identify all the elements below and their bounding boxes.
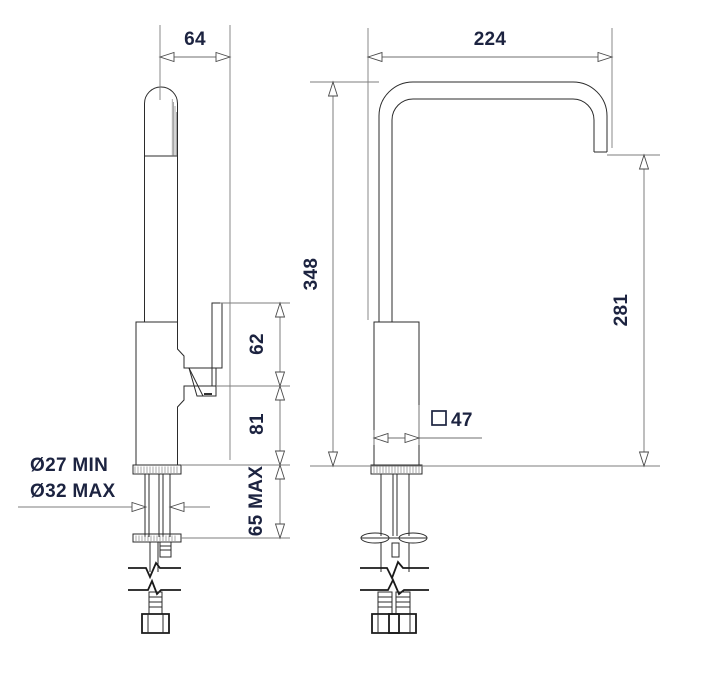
front-view-body	[373, 321, 420, 466]
square-symbol	[431, 410, 447, 426]
side-view-spout	[144, 86, 178, 323]
dimension-label-65-max: 65 MAX	[246, 466, 267, 536]
side-view-mounting-washer	[132, 533, 182, 543]
note-hole-min-diameter: Ø27 MIN	[30, 455, 108, 476]
side-view-spout-shading	[171, 99, 177, 156]
dimension-label-348: 348	[301, 258, 322, 291]
dimension-label-81: 81	[247, 413, 268, 435]
side-view-mounting-shank	[144, 474, 171, 537]
dimension-spout-reach-224: 224	[366, 28, 614, 320]
front-view-mounting-shank	[380, 474, 410, 536]
dimension-square-section-47: 47	[372, 405, 482, 445]
front-elevation-view	[360, 81, 608, 634]
note-hole-diameter: Ø27 MIN Ø32 MAX	[18, 455, 210, 513]
front-view-hose-connectors	[360, 577, 429, 634]
dimension-label-47: 47	[451, 410, 473, 431]
front-view-supply-hoses	[360, 543, 429, 581]
dimension-width-64: 64	[158, 25, 232, 460]
dimension-deck-thickness-65-max: 65 MAX	[181, 463, 290, 540]
side-view-lever-handle	[188, 302, 223, 397]
dimension-label-224: 224	[474, 29, 507, 50]
side-elevation-view	[128, 86, 223, 634]
side-view-fixing-nut	[159, 541, 172, 558]
dimension-label-281: 281	[611, 294, 632, 327]
dimension-label-64: 64	[184, 29, 206, 50]
dimension-overall-height-348: 348	[301, 80, 660, 468]
dimension-label-62: 62	[247, 333, 268, 355]
front-view-mounting-washer	[360, 532, 428, 544]
dimension-body-height-81: 81	[247, 384, 286, 467]
side-view-hose-connector	[128, 578, 181, 634]
dimension-spout-height-281: 281	[607, 153, 660, 468]
side-view-deck-flange	[132, 464, 182, 475]
dimension-handle-height-62: 62	[216, 301, 290, 388]
note-hole-max-diameter: Ø32 MAX	[30, 481, 116, 502]
side-view-supply-hose	[128, 542, 181, 580]
front-view-fixing-nut	[391, 542, 400, 558]
front-view-spout	[378, 81, 608, 322]
